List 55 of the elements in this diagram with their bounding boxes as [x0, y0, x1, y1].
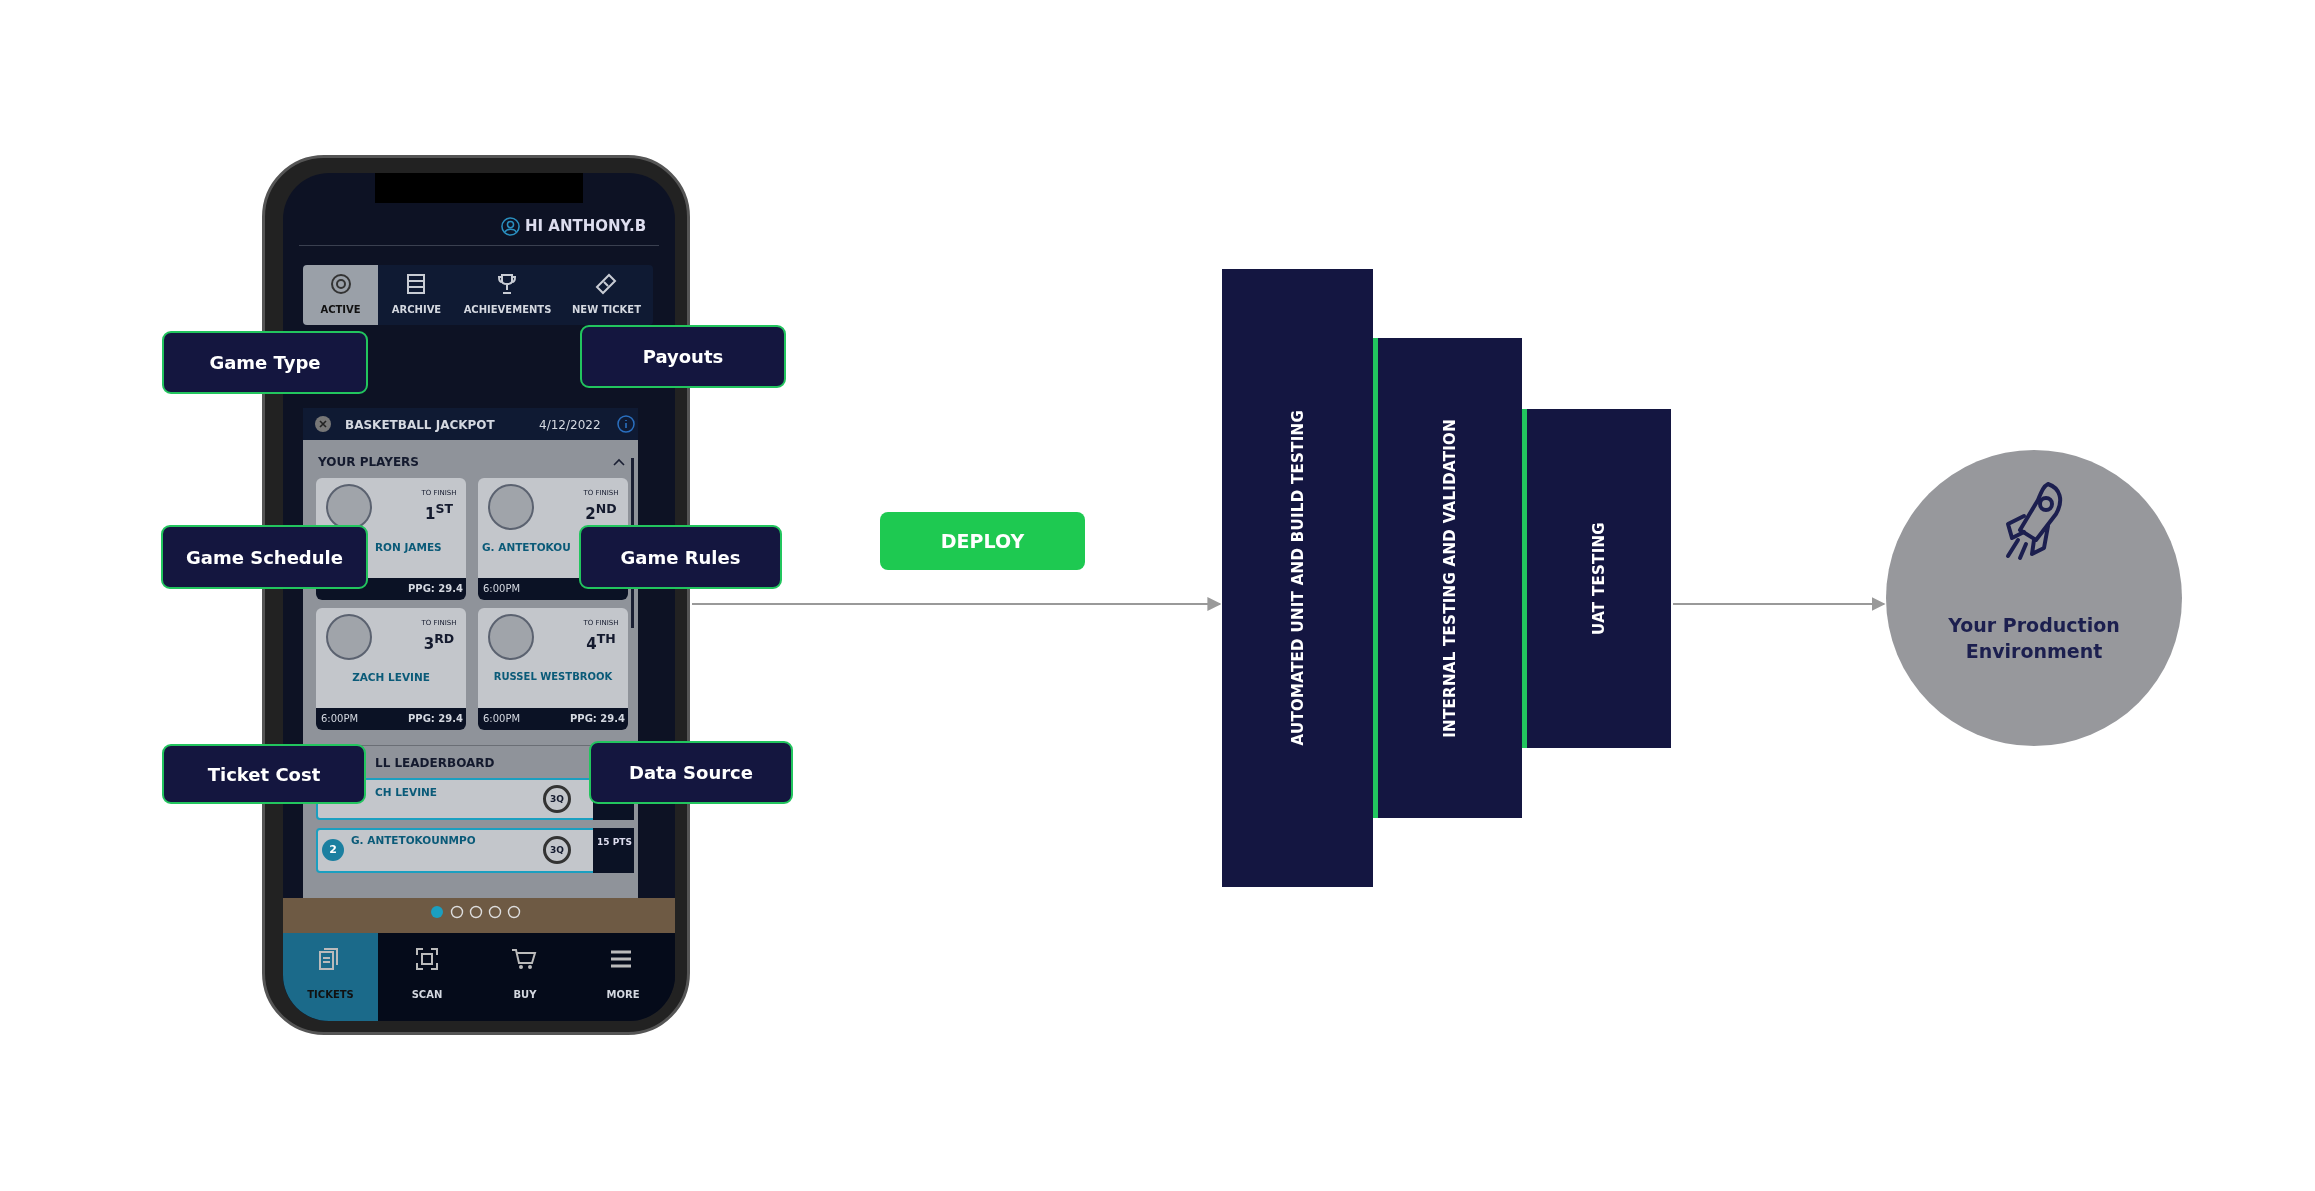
quarter-badge: 3Q — [543, 836, 571, 864]
stage-panel — [1373, 338, 1522, 818]
panel-title: BASKETBALL JACKPOT — [345, 417, 496, 434]
time-text: 6:00PM — [483, 582, 522, 596]
nav-label: SCAN — [410, 988, 444, 1002]
callout-label — [589, 741, 793, 804]
player-name: ZACH LEVINE — [351, 670, 431, 684]
points-cell: 15 PTS — [593, 828, 634, 873]
stage-title: UAT TESTING — [1590, 522, 1608, 635]
time-text: 6:00PM — [483, 712, 522, 726]
stat-text: PPG: 29.4 — [406, 712, 463, 726]
environment-title: Your Production Environment — [1947, 613, 2121, 664]
callout-text: Ticket Cost — [207, 763, 321, 785]
stage-title: INTERNAL TESTING AND VALIDATION — [1441, 418, 1459, 738]
stat-text: PPG: 29.4 — [568, 712, 625, 726]
player-name: RUSSEL WESTBROOK — [492, 670, 614, 684]
callout-text: Game Schedule — [186, 546, 343, 568]
callout-label — [162, 331, 368, 394]
section-title: LL LEADERBOARD — [375, 755, 496, 772]
player-name: G. ANTETOKOU — [482, 540, 572, 554]
callout-text: Payouts — [642, 346, 724, 367]
player-name: CH LEVINE — [375, 785, 438, 799]
greeting-text: HI ANTHONY.B — [525, 216, 648, 237]
nav-label: BUY — [512, 988, 538, 1002]
button-label: DEPLOY — [940, 530, 1025, 552]
callout-text: Game Type — [209, 352, 321, 373]
tab-label: NEW TICKET — [571, 303, 642, 317]
callout-label — [162, 744, 366, 804]
nav-label: TICKETS — [306, 988, 355, 1002]
arrow — [1672, 597, 1886, 611]
callout-label — [161, 525, 368, 589]
rank-value: 3$^{RD}$ — [422, 630, 456, 649]
stage-title: AUTOMATED UNIT AND BUILD TESTING — [1288, 410, 1307, 746]
player-name: RON JAMES — [375, 540, 443, 554]
stat-text: PPG: 29.4 — [406, 582, 463, 596]
rank-value: 4$^{TH}$ — [585, 630, 617, 649]
tab-label: ACTIVE — [319, 303, 362, 317]
deploy-button — [880, 512, 1085, 570]
tab-label: ACHIEVEMENTS — [462, 303, 553, 317]
date-text: 4/12/2022 — [539, 417, 602, 434]
stage-panel — [1222, 269, 1373, 887]
player-name: G. ANTETOKOUNMPO — [351, 833, 477, 847]
time-text: 6:00PM — [321, 712, 360, 726]
tab-label: ARCHIVE — [390, 303, 443, 317]
callout-text: Data Source — [629, 762, 753, 783]
stage-panel — [1522, 409, 1671, 748]
rank-value: 1$^{ST}$ — [424, 500, 454, 519]
callout-text: Game Rules — [620, 546, 741, 568]
rank-value: 2$^{ND}$ — [584, 500, 618, 519]
callout-label — [580, 325, 786, 388]
quarter-badge: 3Q — [543, 785, 571, 813]
nav-label: MORE — [605, 988, 641, 1002]
callout-label — [579, 525, 782, 589]
arrow — [691, 597, 1222, 611]
section-title: YOUR PLAYERS — [318, 454, 420, 470]
